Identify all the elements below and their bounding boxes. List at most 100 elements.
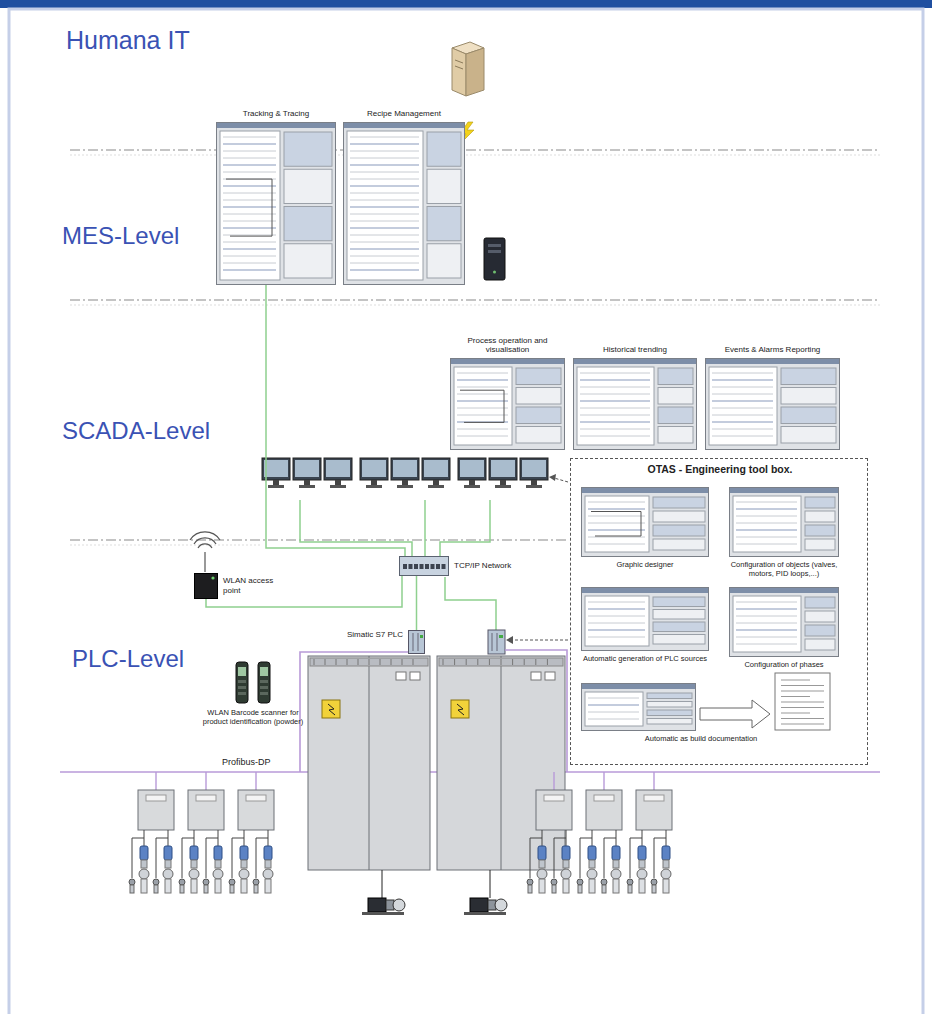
picture-art [712, 373, 773, 374]
level-divider-shadow [70, 155, 880, 156]
workstation-group [393, 460, 417, 477]
picture-art [350, 207, 419, 208]
toolbox-group: OTAS - Engineering tool box.Graphic desi… [570, 458, 868, 765]
pump-symbol [490, 870, 491, 898]
picture-art [712, 429, 773, 430]
picture-art [454, 367, 512, 445]
wifi-waves [194, 538, 216, 544]
io-module [563, 879, 569, 893]
picture-art [223, 200, 276, 201]
io-module [138, 790, 174, 830]
document-icon [775, 673, 830, 730]
picture-art [427, 132, 461, 166]
picture-art [647, 702, 692, 708]
io-module [578, 885, 582, 893]
workstation-group [293, 458, 321, 480]
picture-art [409, 564, 413, 569]
picture-art [712, 422, 773, 423]
picture-art [223, 249, 276, 250]
workstation-group [324, 458, 352, 480]
picture-art [588, 502, 645, 503]
picture-art [223, 270, 276, 271]
barcode-scanner: WLAN Barcode scanner for product identif… [201, 660, 305, 726]
io-module [528, 885, 532, 893]
io-module [613, 879, 619, 893]
io-module [530, 838, 542, 839]
picture-art [436, 564, 440, 569]
control-cabinet [369, 659, 370, 665]
level-divider-shadow [70, 155, 880, 545]
page-frame [9, 9, 923, 1014]
workstation-group [362, 460, 386, 477]
picture-art [736, 523, 797, 524]
document-icon [781, 713, 810, 714]
picture-art [653, 525, 705, 536]
picture-art [581, 487, 709, 557]
otas-arrow-head [506, 474, 556, 644]
io-module [613, 860, 619, 868]
io-module [654, 838, 666, 839]
picture-art [223, 263, 276, 264]
picture-art [730, 488, 838, 493]
io-module [636, 790, 672, 830]
wifi-waves [204, 552, 205, 572]
screenshot-image [705, 358, 840, 450]
control-cabinet [457, 704, 464, 715]
node-caption: Process operation and visualisation [460, 336, 556, 355]
io-module [265, 879, 271, 893]
screenshot-image [581, 587, 709, 651]
control-cabinet [531, 672, 541, 680]
picture-art [647, 719, 692, 725]
level-title: SCADA-Level [62, 417, 210, 445]
mes-server-icon [488, 244, 501, 247]
picture-art [588, 516, 645, 517]
io-module [577, 879, 583, 885]
picture-art [516, 407, 561, 424]
picture-art [457, 408, 508, 409]
screenshot-box: Recipe Management [343, 109, 465, 285]
picture-art [228, 660, 278, 705]
picture-art [580, 401, 650, 402]
picture-art [781, 427, 836, 444]
io-module [139, 869, 149, 879]
picture-art [223, 221, 276, 222]
io-module [154, 885, 158, 893]
group-title: OTAS - Engineering tool box. [571, 463, 869, 476]
control-cabinet [369, 656, 370, 870]
level-divider [70, 149, 880, 150]
io-module [589, 860, 595, 868]
io-module [255, 772, 256, 790]
picture-art [712, 408, 773, 409]
picture-art [350, 193, 419, 194]
io-module [630, 838, 642, 839]
picture-art [588, 509, 645, 510]
control-cabinet [439, 658, 563, 666]
node-caption: Recipe Management [343, 109, 465, 119]
workstation-group [495, 485, 511, 488]
pump-symbol [393, 899, 405, 911]
picture-art [580, 380, 650, 381]
workstation-group [304, 480, 310, 485]
picture-art [400, 557, 449, 576]
picture-art [457, 429, 508, 430]
picture-art [258, 662, 270, 703]
io-module [263, 869, 273, 879]
picture-art [223, 228, 276, 229]
control-cabinet [524, 659, 525, 665]
mes-server-icon [484, 238, 505, 280]
screenshot-image [450, 358, 565, 450]
node-caption: Historical trending [573, 345, 697, 355]
io-module [530, 838, 531, 878]
screenshot-image [343, 122, 465, 285]
picture-art [260, 692, 268, 695]
picture-art [706, 359, 839, 364]
io-module [630, 838, 631, 878]
io-module [663, 860, 669, 868]
picture-art [238, 692, 246, 695]
document-icon [781, 680, 824, 724]
picture-art [736, 644, 797, 645]
workstation-group [531, 480, 537, 485]
document-icon [781, 691, 824, 692]
